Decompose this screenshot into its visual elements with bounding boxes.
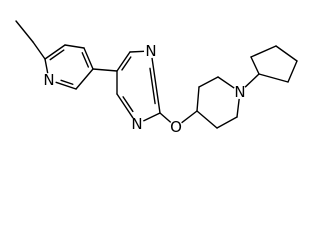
bonds-layer <box>15 20 298 129</box>
bond-inner-pm_n3-pm_c2 <box>149 67 156 105</box>
bond-pip_c3-pip_c2 <box>198 76 219 88</box>
bond-py_c5-pm_c5 <box>92 68 118 72</box>
bond-ethyl_ch3-ethyl_ch2 <box>15 20 34 43</box>
bond-pip_n1-pip_c6 <box>236 98 240 118</box>
bond-py_n1-py_c2 <box>44 58 49 74</box>
bond-ether_o-pip_c4 <box>180 110 198 124</box>
bond-pm_c2-pm_n1 <box>142 112 161 122</box>
bond-cp_c5-cp_c1 <box>258 73 289 83</box>
atom-bg-pm_n1 <box>130 117 144 131</box>
atom-label-pip_n1: N <box>234 83 245 101</box>
atom-bg-pip_n1 <box>233 85 247 99</box>
bond-cp_c3-cp_c4 <box>275 45 298 62</box>
bond-pm_c5-pm_c4 <box>116 51 131 72</box>
bond-pip_c4-pip_c3 <box>196 86 200 112</box>
atom-label-ether_o: O <box>170 118 182 136</box>
bond-pm_c4-pm_n3 <box>129 50 145 53</box>
bond-inner-py_c2-py_c3 <box>49 49 65 61</box>
atom-bg-pm_n3 <box>144 44 158 58</box>
bond-py_c2-py_c3 <box>44 44 66 60</box>
bond-inner-pm_c5-pm_c4 <box>121 56 132 71</box>
atom-label-py_n1: N <box>43 71 54 89</box>
bond-inner-py_c4-py_c5 <box>81 52 90 68</box>
bond-py_c3-py_c4 <box>64 44 85 49</box>
bond-py_c5-py_c6 <box>75 68 94 90</box>
atom-bg-ether_o <box>169 120 183 134</box>
bond-py_c6-py_n1 <box>54 81 77 90</box>
bond-cp_c2-cp_c3 <box>250 45 277 58</box>
bond-inner-pm_n1-pm_c6 <box>122 96 134 113</box>
atom-labels-layer: N N N O N <box>42 42 247 136</box>
bond-pm_n3-pm_c2 <box>151 57 161 114</box>
molecule-structure-diagram: N N N O N <box>15 20 298 136</box>
bond-py_c4-py_c5 <box>83 47 94 70</box>
bond-pm_n1-pm_c6 <box>116 93 134 119</box>
bond-pip_c2-pip_n1 <box>217 76 235 89</box>
bond-pip_c5-pip_c4 <box>196 110 218 129</box>
bond-ethyl_ch2-py_c2 <box>32 41 46 60</box>
bond-pip_n1-cp_c1 <box>244 73 260 88</box>
atom-label-pm_n1: N <box>131 115 142 133</box>
atom-bg-py_n1 <box>42 73 56 87</box>
bond-inner-py_c6-py_n1 <box>60 79 74 85</box>
bond-cp_c4-cp_c5 <box>287 60 298 83</box>
bond-pip_c6-pip_c5 <box>216 116 238 129</box>
atom-label-pm_n3: N <box>145 42 156 60</box>
bond-cp_c1-cp_c2 <box>250 56 260 75</box>
bond-pm_c2-ether_o <box>159 112 172 124</box>
